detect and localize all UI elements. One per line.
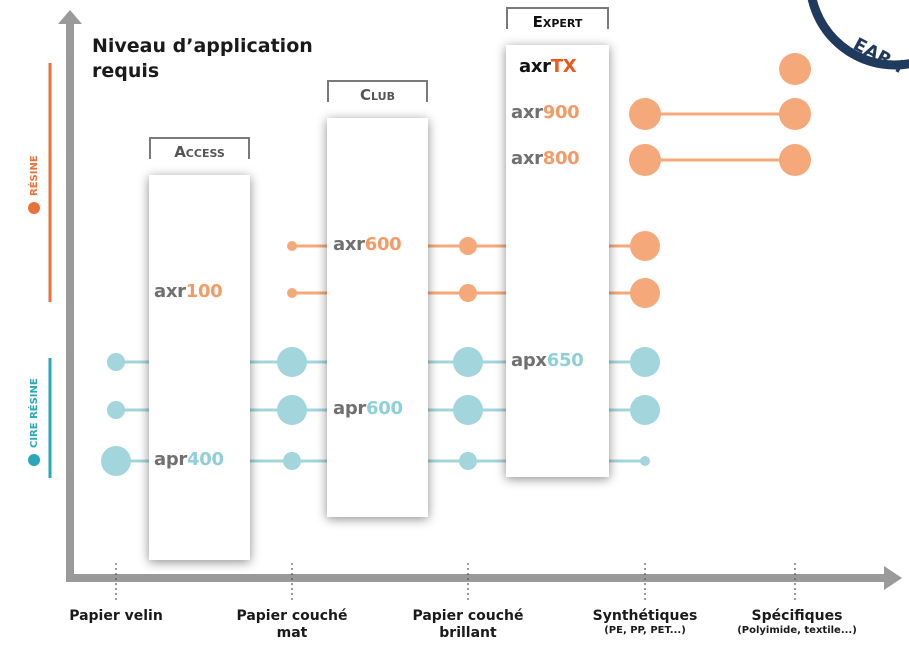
x-label-text: Papier couché brillant bbox=[412, 608, 524, 641]
product-suffix: 600 bbox=[366, 398, 403, 419]
dot-axr900-specifiques bbox=[779, 98, 811, 130]
wax-resin-label: CIRE RÉSINE bbox=[29, 378, 40, 448]
product-suffix: TX bbox=[550, 56, 577, 77]
resin-dots bbox=[287, 53, 811, 308]
product-prefix: axr bbox=[511, 148, 543, 169]
dot-apr600-brillant bbox=[453, 395, 483, 425]
access-column bbox=[149, 175, 250, 560]
product-suffix: 650 bbox=[546, 350, 584, 371]
dot-apx650-velin bbox=[107, 353, 125, 371]
x-tick-guides bbox=[115, 563, 796, 603]
product-suffix: 900 bbox=[542, 102, 580, 123]
product-prefix: axr bbox=[154, 281, 186, 302]
dot-axr100-mat bbox=[287, 288, 297, 298]
x-label-couche-mat: Papier couché mat bbox=[222, 608, 362, 642]
product-axr800: axr800 bbox=[508, 148, 583, 169]
product-suffix: 600 bbox=[364, 234, 402, 255]
product-axr600: axr600 bbox=[330, 234, 405, 255]
dot-apr400-mat bbox=[283, 452, 301, 470]
product-axr900: axr900 bbox=[508, 102, 583, 123]
x-label-text: Synthétiques bbox=[592, 608, 698, 624]
dot-axr900-synthetiques bbox=[629, 98, 661, 130]
x-label-text: Spécifiques bbox=[751, 608, 843, 624]
y-axis-arrow bbox=[58, 10, 82, 24]
dot-axr100-synthetiques bbox=[630, 278, 660, 308]
dot-axr100-brillant bbox=[459, 284, 477, 302]
dot-apx650-mat bbox=[277, 347, 307, 377]
x-label-couche-brillant: Papier couché brillant bbox=[393, 608, 543, 642]
wax-resin-group-label: CIRE RÉSINE bbox=[28, 378, 40, 466]
product-suffix: 400 bbox=[187, 449, 224, 470]
x-label-papier-velin: Papier velin bbox=[56, 608, 176, 625]
dot-axr800-specifiques bbox=[779, 144, 811, 176]
product-prefix: axr bbox=[511, 102, 543, 123]
product-apr600: apr600 bbox=[330, 398, 406, 419]
resin-label: RÉSINE bbox=[29, 155, 40, 196]
dot-apr400-velin bbox=[101, 446, 131, 476]
product-suffix: 800 bbox=[542, 148, 580, 169]
tier-access-label: Access bbox=[149, 137, 250, 161]
product-apx650: apx650 bbox=[508, 350, 587, 371]
product-apr400: apr400 bbox=[151, 449, 227, 470]
x-label-specifiques: Spécifiques (Polyimide, textile...) bbox=[722, 608, 872, 637]
axes bbox=[58, 10, 902, 590]
dot-apr400-brillant bbox=[459, 452, 477, 470]
dot-axr600-brillant bbox=[459, 237, 477, 255]
product-axr100: axr100 bbox=[151, 281, 226, 302]
dot-apr600-mat bbox=[277, 395, 307, 425]
diagram-title: Niveau d’application requis bbox=[92, 35, 313, 82]
club-column bbox=[327, 118, 428, 517]
product-prefix: axr bbox=[519, 56, 551, 77]
dot-apr400-synthetiques bbox=[640, 456, 650, 466]
x-label-text: Papier couché mat bbox=[236, 608, 348, 641]
dot-apr600-synthetiques bbox=[630, 395, 660, 425]
resin-icon bbox=[28, 202, 40, 214]
corner-badge: EAR-I bbox=[807, 0, 909, 78]
dot-axr600-synthetiques bbox=[630, 231, 660, 261]
product-suffix: 100 bbox=[185, 281, 223, 302]
product-prefix: apr bbox=[333, 398, 367, 419]
product-axrtx: axrTX bbox=[516, 56, 580, 77]
product-prefix: apx bbox=[511, 350, 547, 371]
dot-apx650-brillant bbox=[453, 347, 483, 377]
dot-axr800-synthetiques bbox=[629, 144, 661, 176]
product-prefix: apr bbox=[154, 449, 188, 470]
resin-group-label: RÉSINE bbox=[28, 155, 40, 214]
x-label-text: Papier velin bbox=[69, 608, 163, 624]
x-axis-arrow bbox=[884, 566, 902, 590]
dot-apx650-synthetiques bbox=[630, 347, 660, 377]
product-prefix: axr bbox=[333, 234, 365, 255]
dot-axr600-mat bbox=[287, 241, 297, 251]
tier-expert-label: Expert bbox=[506, 7, 609, 31]
wax-resin-icon bbox=[28, 454, 40, 466]
tier-club-label: Club bbox=[327, 80, 428, 104]
x-sublabel-text: (Polyimide, textile...) bbox=[737, 625, 857, 636]
x-sublabel-text: (PE, PP, PET...) bbox=[604, 625, 686, 636]
dot-apr600-velin bbox=[107, 401, 125, 419]
wax-resin-dots bbox=[101, 347, 660, 476]
dot-axrtx-specifiques bbox=[779, 53, 811, 85]
x-label-synthetiques: Synthétiques (PE, PP, PET...) bbox=[570, 608, 720, 637]
